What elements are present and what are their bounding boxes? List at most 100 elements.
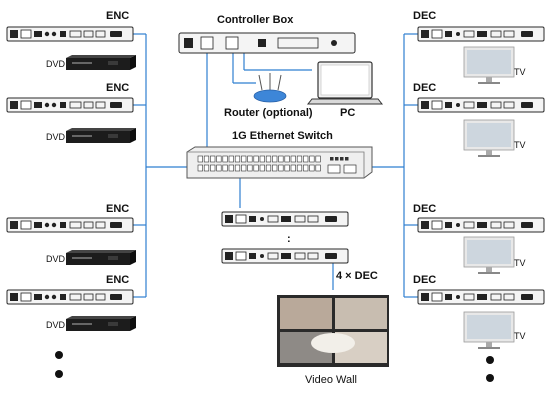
switch-port xyxy=(241,155,247,163)
switch-port xyxy=(228,155,234,163)
switch-port xyxy=(278,155,284,163)
switch-sfp-port-2 xyxy=(343,164,357,174)
switch-port xyxy=(290,155,296,163)
multi-decoder-ellipsis: : xyxy=(287,233,291,245)
tv-4 xyxy=(463,311,515,350)
switch-port xyxy=(210,164,216,172)
multi-decoder-1 xyxy=(221,211,349,227)
ethernet-switch xyxy=(186,146,373,179)
switch-edge xyxy=(187,151,365,178)
switch-port xyxy=(247,155,253,163)
controller-button xyxy=(331,40,337,46)
decoder-3 xyxy=(417,217,545,233)
controller-box xyxy=(178,32,356,54)
video-wall-panel xyxy=(335,298,387,329)
switch-port xyxy=(210,155,216,163)
switch-port xyxy=(259,155,265,163)
multi-decoder-count-label: 4 × DEC xyxy=(336,270,378,282)
switch-port xyxy=(216,164,222,172)
video-wall-panel xyxy=(280,298,332,329)
switch-port xyxy=(265,164,272,172)
switch-port xyxy=(284,155,290,163)
decoder-4 xyxy=(417,289,545,305)
dvd-label-4: DVD xyxy=(46,320,66,330)
switch-port xyxy=(315,164,321,172)
switch-port xyxy=(197,155,203,163)
switch-port xyxy=(272,164,278,172)
dec-label-3: DEC xyxy=(413,203,437,215)
dvd-label-2: DVD xyxy=(46,132,66,142)
tv-label-3: TV xyxy=(514,258,526,268)
dvd-player-2 xyxy=(66,128,136,143)
dvd-label-3: DVD xyxy=(46,254,66,264)
switch-port xyxy=(247,164,253,172)
dvd-player-4 xyxy=(66,316,136,331)
video-wall-table xyxy=(311,333,355,353)
switch-port xyxy=(222,155,228,163)
enc-more-dot-1 xyxy=(55,351,63,359)
switch-port xyxy=(272,155,278,163)
switch-port xyxy=(303,155,309,163)
switch-port xyxy=(290,164,296,172)
enc-more-dot-2 xyxy=(55,370,63,378)
video-wall-label: Video Wall xyxy=(305,374,357,386)
enc-label-3: ENC xyxy=(106,203,130,215)
switch-port xyxy=(197,164,203,172)
dvd-player-1 xyxy=(66,55,136,70)
switch-port xyxy=(216,155,222,163)
dec-more-dot-1 xyxy=(486,356,494,364)
switch-port xyxy=(259,164,265,172)
switch-port xyxy=(296,164,303,172)
switch-sfp-port-1 xyxy=(327,164,341,174)
dec-label-4: DEC xyxy=(413,274,437,286)
controller-lan-port-2 xyxy=(225,36,239,50)
encoder-4 xyxy=(6,289,134,305)
decoder-1 xyxy=(417,26,545,42)
switch-port xyxy=(278,164,284,172)
tv-3 xyxy=(463,236,515,275)
encoder-2 xyxy=(6,97,134,113)
dvd-label-1: DVD xyxy=(46,59,66,69)
switch-port xyxy=(222,164,228,172)
controller-lan-port-1 xyxy=(200,36,214,50)
tv-label-1: TV xyxy=(514,67,526,77)
controller-terminal-block xyxy=(277,37,319,49)
controller-usb-port xyxy=(258,39,266,47)
dec-label-1: DEC xyxy=(413,10,437,22)
switch-port xyxy=(309,155,315,163)
video-wall xyxy=(277,295,389,367)
switch-port xyxy=(241,164,247,172)
switch-port xyxy=(315,155,321,163)
tv-2 xyxy=(463,119,515,158)
pc-laptop xyxy=(306,61,384,105)
enc-label-4: ENC xyxy=(106,274,130,286)
multi-decoder-2 xyxy=(221,248,349,264)
switch-port xyxy=(303,164,309,172)
pc-display xyxy=(320,64,370,96)
switch-port xyxy=(253,164,259,172)
router-label: Router (optional) xyxy=(224,107,313,119)
switch-port xyxy=(284,164,290,172)
router-body xyxy=(253,89,287,103)
dvd-player-3 xyxy=(66,250,136,265)
switch-port xyxy=(265,155,272,163)
switch-port xyxy=(234,164,241,172)
switch-port xyxy=(203,164,210,172)
pc-base xyxy=(306,98,384,105)
controller-power-port xyxy=(184,38,193,48)
enc-label-2: ENC xyxy=(106,82,130,94)
switch-led xyxy=(335,157,339,161)
switch-led xyxy=(340,157,344,161)
switch-label: 1G Ethernet Switch xyxy=(232,130,333,142)
encoder-3 xyxy=(6,217,134,233)
encoder-1 xyxy=(6,26,134,42)
switch-port xyxy=(234,155,241,163)
tv-label-4: TV xyxy=(514,331,526,341)
tv-1 xyxy=(463,46,515,85)
dec-more-dot-2 xyxy=(486,374,494,382)
dec-label-2: DEC xyxy=(413,82,437,94)
switch-port xyxy=(296,155,303,163)
router-antenna-left xyxy=(258,74,263,91)
